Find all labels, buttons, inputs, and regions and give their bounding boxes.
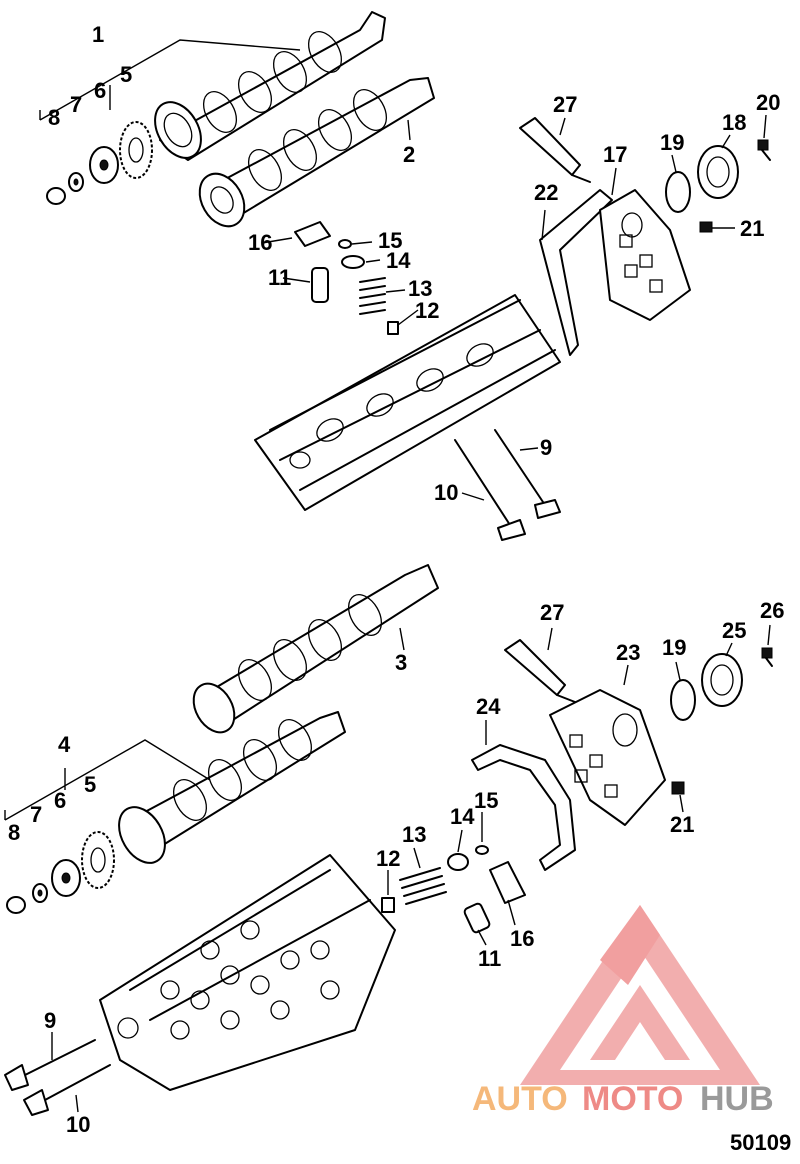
bottom-housing-25 xyxy=(701,653,743,707)
bottom-cylinder-head xyxy=(99,854,396,1091)
top-camshaft-1 xyxy=(154,11,386,161)
callout-bottom-24: 24 xyxy=(476,694,501,719)
callout-top-2: 2 xyxy=(403,142,415,167)
callout-bottom-4: 4 xyxy=(58,732,71,757)
callout-bottom-26: 26 xyxy=(760,598,784,623)
callout-top-27: 27 xyxy=(553,92,577,117)
bottom-sealant-tube-27 xyxy=(504,639,576,703)
top-gasket-22 xyxy=(539,189,613,356)
callout-bottom-19: 19 xyxy=(662,635,686,660)
top-keeper-15 xyxy=(338,239,352,249)
callout-top-12: 12 xyxy=(415,298,439,323)
bottom-valve-9 xyxy=(4,1039,96,1091)
watermark-logo xyxy=(520,905,760,1085)
top-housing-18 xyxy=(697,145,739,199)
callout-top-16: 16 xyxy=(248,230,272,255)
top-camshaft-2 xyxy=(198,77,435,228)
bottom-oring-19 xyxy=(670,679,696,721)
callout-top-14: 14 xyxy=(386,248,411,273)
bottom-cover-23 xyxy=(549,689,666,826)
top-valve-9 xyxy=(494,429,561,519)
callout-bottom-11: 11 xyxy=(478,946,501,971)
bottom-bolt-8 xyxy=(6,896,26,914)
figure-number: 50109 xyxy=(730,1130,791,1155)
callout-top-1: 1 xyxy=(92,22,104,47)
callout-top-6: 6 xyxy=(94,78,106,103)
top-washer-7 xyxy=(68,172,84,192)
top-valve-10 xyxy=(454,439,526,541)
top-spring-13 xyxy=(359,277,386,315)
callout-bottom-13: 13 xyxy=(402,822,426,847)
callouts-bottom: 3 27 26 25 19 23 24 4 5 6 7 8 21 14 15 1… xyxy=(8,598,784,1137)
callout-top-5: 5 xyxy=(120,62,132,87)
top-sealant-tube-27 xyxy=(519,117,591,183)
callout-bottom-7: 7 xyxy=(30,802,42,827)
bottom-keeper-15 xyxy=(475,845,489,855)
bottom-washer-6 xyxy=(51,859,81,897)
callout-bottom-12: 12 xyxy=(376,846,400,871)
top-oring-19 xyxy=(665,171,691,213)
callout-top-8: 8 xyxy=(48,105,60,130)
callout-top-13: 13 xyxy=(408,276,432,301)
callout-top-21: 21 xyxy=(740,216,764,241)
callout-bottom-8: 8 xyxy=(8,820,20,845)
callout-bottom-21: 21 xyxy=(670,812,694,837)
bottom-seal-12 xyxy=(381,897,395,913)
callout-bottom-9: 9 xyxy=(44,1008,56,1033)
callout-bottom-27: 27 xyxy=(540,600,564,625)
callout-bottom-6: 6 xyxy=(54,788,66,813)
top-rocker-16 xyxy=(294,221,331,247)
top-retainer-14 xyxy=(341,255,365,269)
watermark-text-auto: AUTO xyxy=(472,1080,568,1118)
bottom-spring-13 xyxy=(399,867,447,905)
top-seal-12 xyxy=(387,321,399,335)
callout-bottom-15: 15 xyxy=(474,788,498,813)
leader-lines xyxy=(51,114,771,1113)
top-cover-17 xyxy=(599,189,691,321)
watermark-text-moto: MOTO xyxy=(582,1080,683,1118)
callout-top-11: 11 xyxy=(268,265,291,290)
bottom-retainer-14 xyxy=(447,853,469,871)
top-sprocket-5 xyxy=(119,121,153,179)
bottom-lifter-11 xyxy=(463,902,491,934)
top-washer-6 xyxy=(89,146,119,184)
callout-top-20: 20 xyxy=(756,90,780,115)
callout-bottom-3: 3 xyxy=(395,650,407,675)
top-bolt-21 xyxy=(699,221,713,233)
top-bolt-20 xyxy=(757,139,771,161)
callout-bottom-10: 10 xyxy=(66,1112,90,1137)
callout-bottom-25: 25 xyxy=(722,618,746,643)
callout-top-10: 10 xyxy=(434,480,458,505)
watermark-text-hub: HUB xyxy=(700,1080,774,1118)
callout-top-19: 19 xyxy=(660,130,684,155)
callout-bottom-16: 16 xyxy=(510,926,534,951)
top-bolt-8 xyxy=(46,187,66,205)
bottom-bolt-21 xyxy=(671,781,685,795)
bottom-washer-7 xyxy=(32,883,48,903)
callout-top-17: 17 xyxy=(603,142,627,167)
callout-top-22: 22 xyxy=(534,180,558,205)
bottom-bolt-26 xyxy=(761,647,773,667)
callout-top-7: 7 xyxy=(70,92,82,117)
callout-bottom-23: 23 xyxy=(616,640,640,665)
bottom-rocker-16 xyxy=(489,861,526,904)
bottom-sprocket-5 xyxy=(81,831,115,889)
bottom-valve-10 xyxy=(23,1064,111,1116)
callout-bottom-14: 14 xyxy=(450,804,475,829)
top-lifter-11 xyxy=(311,267,329,303)
top-cylinder-head xyxy=(254,294,561,511)
callout-top-9: 9 xyxy=(540,435,552,460)
bottom-camshaft-4 xyxy=(118,711,346,864)
callout-top-18: 18 xyxy=(722,110,746,135)
callout-bottom-5: 5 xyxy=(84,772,96,797)
callout-top-15: 15 xyxy=(378,228,402,253)
bottom-camshaft-3 xyxy=(192,564,439,734)
callouts-top: 1 2 5 6 7 8 27 22 17 19 18 20 21 16 15 1… xyxy=(48,22,780,505)
bottom-gasket-24 xyxy=(471,744,576,871)
